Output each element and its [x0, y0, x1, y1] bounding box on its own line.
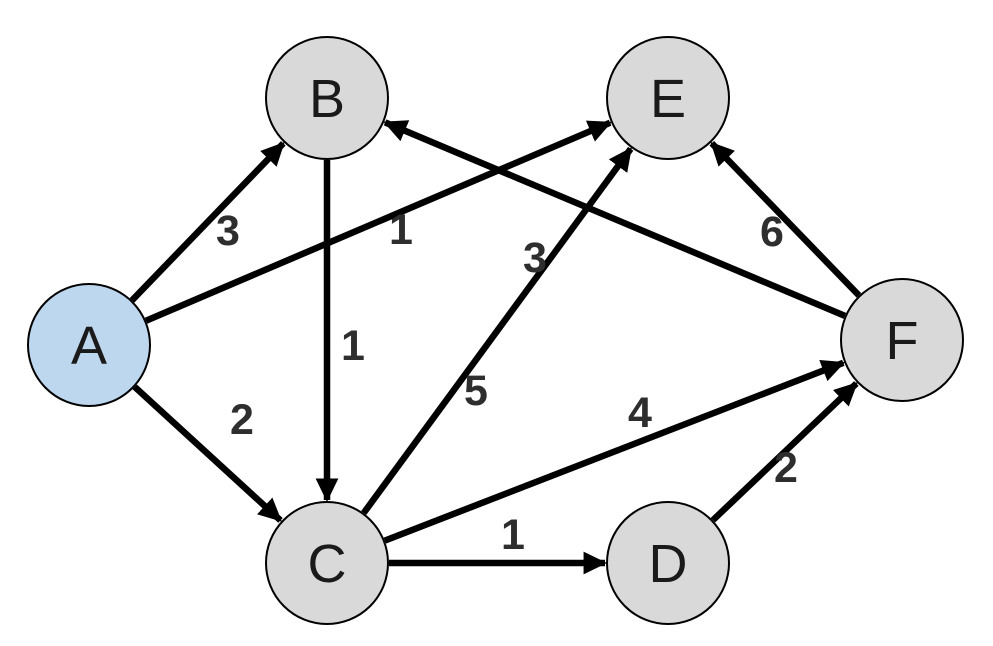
- edge-A-C: [132, 384, 283, 523]
- node-circle-B: [265, 36, 389, 160]
- edge-weights-layer: 3 2 1 1 3 5 4 1 2 6: [216, 206, 798, 559]
- node-E: E: [606, 36, 730, 160]
- edge-weight-A-B: 3: [216, 207, 240, 255]
- edge-F-E: [709, 141, 862, 298]
- edge-weight-C-E: 5: [464, 367, 488, 415]
- node-label-E: E: [650, 69, 686, 129]
- node-circle-C: [265, 501, 389, 625]
- edge-C-E: [361, 146, 634, 515]
- edge-F-B: [383, 119, 847, 319]
- node-label-D: D: [649, 534, 688, 594]
- edge-D-F: [710, 381, 859, 523]
- edge-weight-B-C: 1: [341, 322, 365, 370]
- node-circle-E: [606, 36, 730, 160]
- node-circle-F: [840, 278, 964, 402]
- node-circle-D: [606, 501, 730, 625]
- edge-weight-A-E: 1: [389, 206, 413, 254]
- node-D: D: [606, 501, 730, 625]
- node-C: C: [265, 501, 389, 625]
- nodes-layer: A B E F C D: [27, 36, 964, 625]
- edge-A-B: [129, 141, 286, 303]
- edges-layer: [129, 119, 862, 575]
- edge-weight-F-E: 6: [760, 208, 784, 256]
- edge-C-F: [383, 359, 846, 544]
- node-circle-A: [27, 283, 151, 407]
- edge-A-E: [144, 119, 612, 324]
- node-A: A: [27, 283, 151, 407]
- edge-weight-C-D: 1: [501, 511, 525, 559]
- edge-weight-A-C: 2: [230, 396, 254, 444]
- node-label-C: C: [308, 534, 347, 594]
- edge-weight-D-F: 2: [774, 444, 798, 492]
- node-B: B: [265, 36, 389, 160]
- node-F: F: [840, 278, 964, 402]
- node-label-A: A: [71, 316, 107, 376]
- edge-weight-F-B: 3: [523, 234, 547, 282]
- node-label-B: B: [309, 69, 345, 129]
- edge-weight-C-F: 4: [628, 389, 652, 437]
- node-label-F: F: [886, 311, 919, 371]
